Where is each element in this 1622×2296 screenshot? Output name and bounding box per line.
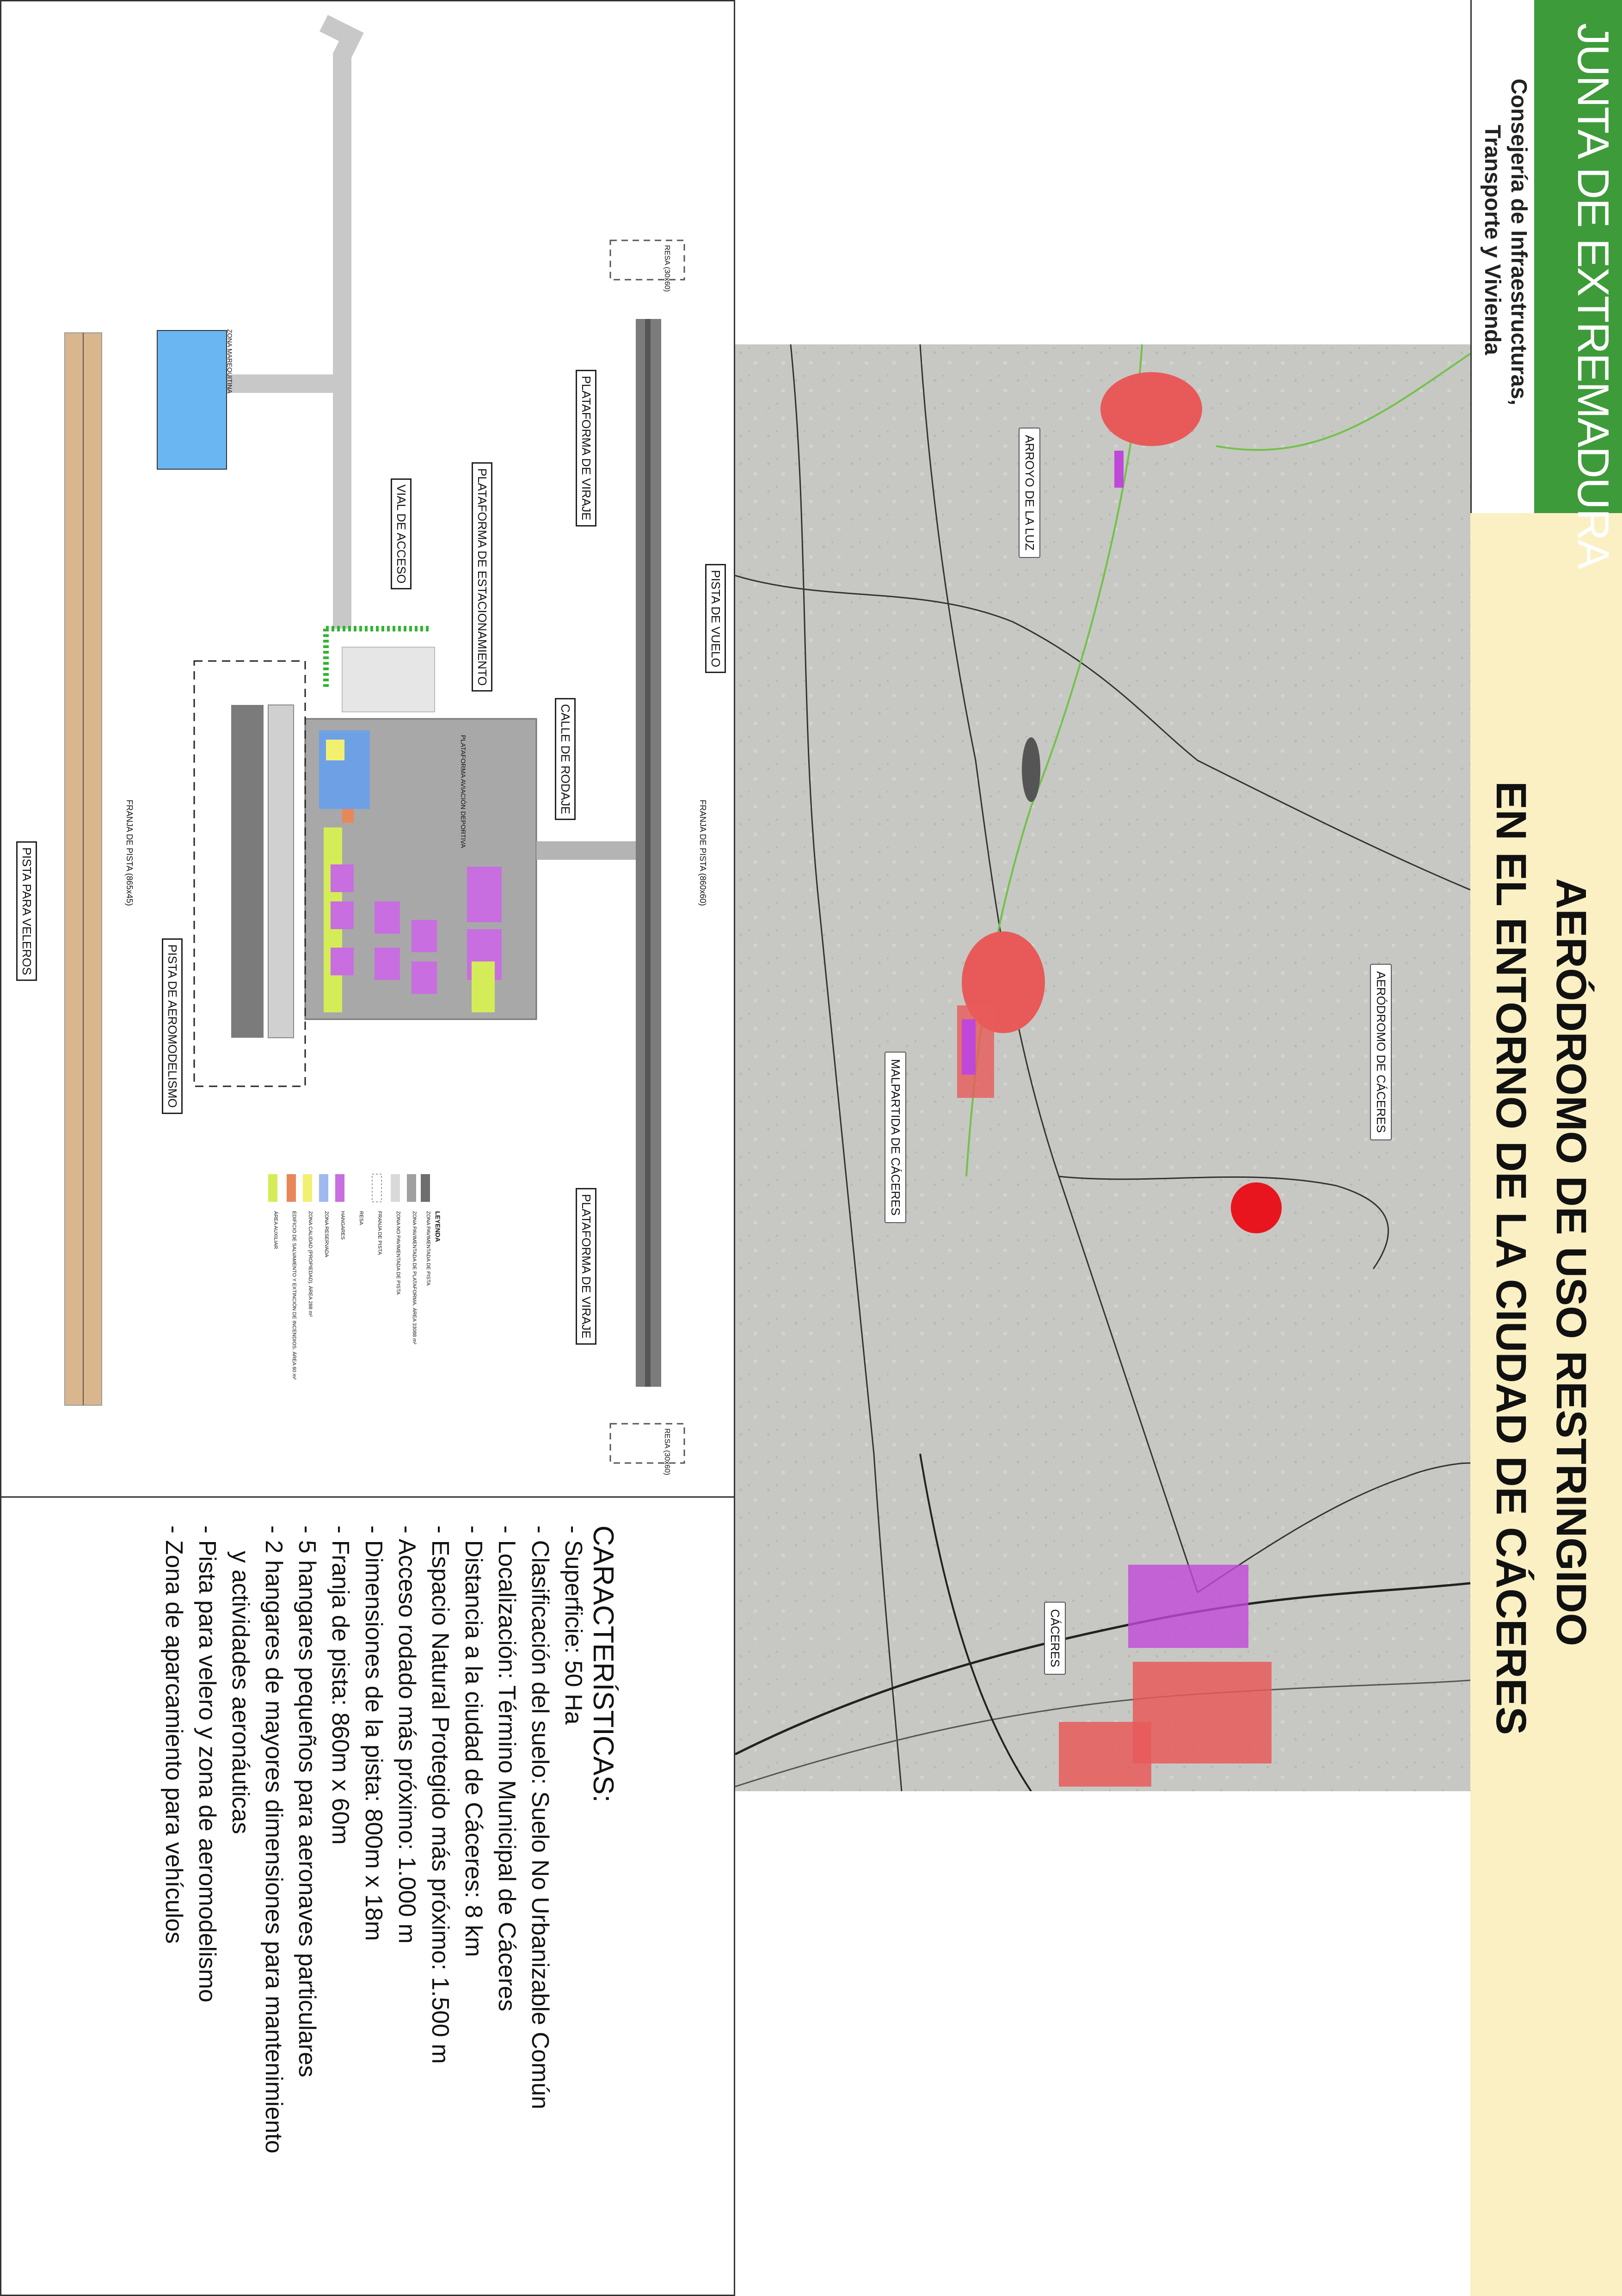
feature-item: - Distancia a la ciudad de Cáceres: 8 km [460, 1525, 487, 1957]
legend-item: HANGARES [340, 1211, 345, 1240]
label-resa-top: RESA (30x60) [663, 245, 671, 292]
label-caceres: CÁCERES [1044, 1602, 1066, 1675]
feature-item: - Acceso rodado más próximo: 1.000 m [393, 1525, 420, 1944]
feature-item: - Espacio Natural Protegido más próximo:… [427, 1525, 454, 2064]
legend-item: FRANJA DE PISTA [377, 1211, 382, 1255]
label-malpartida: MALPARTIDA DE CÁCERES [885, 1052, 906, 1223]
feature-item: - Zona de aparcamiento para vehículos [160, 1525, 187, 1944]
legend-item: ZONA CALIDAD (PROPIEDAD). ÁREA 288 m² [307, 1211, 313, 1317]
junta-wordmark: JUNTA DE EXTREMADURA [1568, 23, 1618, 569]
feature-item: y actividades aeronáuticas [227, 1551, 254, 1834]
legend-item: ZONA PAVIMENTADA DE PISTA [425, 1211, 431, 1286]
label-franja-pista-aeromodelismo: FRANJA DE PISTA (865x45) [125, 800, 134, 906]
features-heading: CARACTERÍSTICAS: [587, 1525, 619, 1803]
junta-logo [1534, 0, 1622, 513]
legend-item: RESA [358, 1211, 364, 1225]
label-arroyo-de-la-luz: ARROYO DE LA LUZ [1019, 428, 1040, 558]
legend-title: LEYENDA [434, 1211, 442, 1242]
title-band [1470, 513, 1622, 2296]
label-vial-de-acceso: VIAL DE ACCESO [391, 478, 412, 590]
label-pista-de-vuelo: PISTA DE VUELO [705, 564, 726, 673]
legend-item: ZONA PAVIMENTADA DE PLATAFORMA. ÁREA 330… [412, 1211, 417, 1345]
feature-item: - Localización: Término Municipal de Các… [493, 1525, 520, 2012]
label-plataforma-viraje-bottom: PLATAFORMA DE VIRAJE [576, 1188, 596, 1345]
label-plataforma-aviacion: PLATAFORMA AVIACIÓN DEPORTIVA [460, 735, 467, 848]
plan-frame [0, 0, 735, 1498]
legend-item: ZONA RESERVADA [324, 1211, 329, 1257]
page-title-line2: EN EL ENTORNO DE LA CIUDAD DE CÁCERES [1487, 781, 1535, 1735]
feature-item: - Pista para velero y zona de aeromodeli… [194, 1525, 221, 2002]
map-canvas [735, 344, 1470, 1791]
label-pista-aeromodelismo: PISTA DE AEROMODELISMO [162, 938, 183, 1114]
feature-item: - 2 hangares de mayores dimensiones para… [260, 1525, 287, 2154]
feature-item: - 5 hangares pequeños para aeronaves par… [294, 1525, 320, 2077]
legend-item: ÁREA AUXILIAR [273, 1211, 278, 1249]
features-panel: CARACTERÍSTICAS: - Superficie: 50 Ha - Cl… [157, 1525, 620, 2173]
department-line1: Consejería de Infraestructuras, [1506, 79, 1531, 405]
legend-item: ZONA NO PAVIMENTADA DE PISTA [395, 1211, 401, 1295]
label-franja-pista-runway: FRANJA DE PISTA (860x60) [698, 800, 707, 906]
aerodrome-plan [64, 15, 685, 1464]
features-frame [0, 1498, 735, 2296]
label-aerodromo: AERÓDROMO DE CÁCERES [1370, 964, 1392, 1140]
label-plataforma-estacionamiento: PLATAFORMA DE ESTACIONAMIENTO [472, 462, 492, 692]
label-plataforma-viraje-top: PLATAFORMA DE VIRAJE [576, 370, 596, 527]
feature-item: - Clasificación del suelo: Suelo No Urba… [527, 1525, 553, 2110]
department-line2: Transporte y Vivienda [1480, 125, 1505, 355]
feature-item: - Superficie: 50 Ha [560, 1525, 587, 1725]
label-calle-de-rodaje: CALLE DE RODAJE [555, 698, 576, 820]
label-zona-maniobra: ZONA MAREQUITINA [226, 329, 233, 394]
page-title-line1: AERÓDROMO DE USO RESTRINGIDO [1548, 878, 1595, 1647]
label-pista-veleros: PISTA PARA VELEROS [16, 841, 37, 981]
feature-item: - Dimensiones de la pista: 800m x 18m [360, 1525, 387, 1941]
legend-item: EDIFICIO DE SALVAMENTO Y EXTINCIÓN DE IN… [291, 1211, 297, 1380]
location-map: ARROYO DE LA LUZ MALPARTIDA DE CÁCERES A… [735, 344, 1470, 1791]
aerodrome-location-marker [1231, 1182, 1282, 1233]
label-resa-bottom: RESA (30x60) [663, 1428, 671, 1476]
feature-item: - Franja de pista: 860m x 60m [327, 1525, 354, 1845]
